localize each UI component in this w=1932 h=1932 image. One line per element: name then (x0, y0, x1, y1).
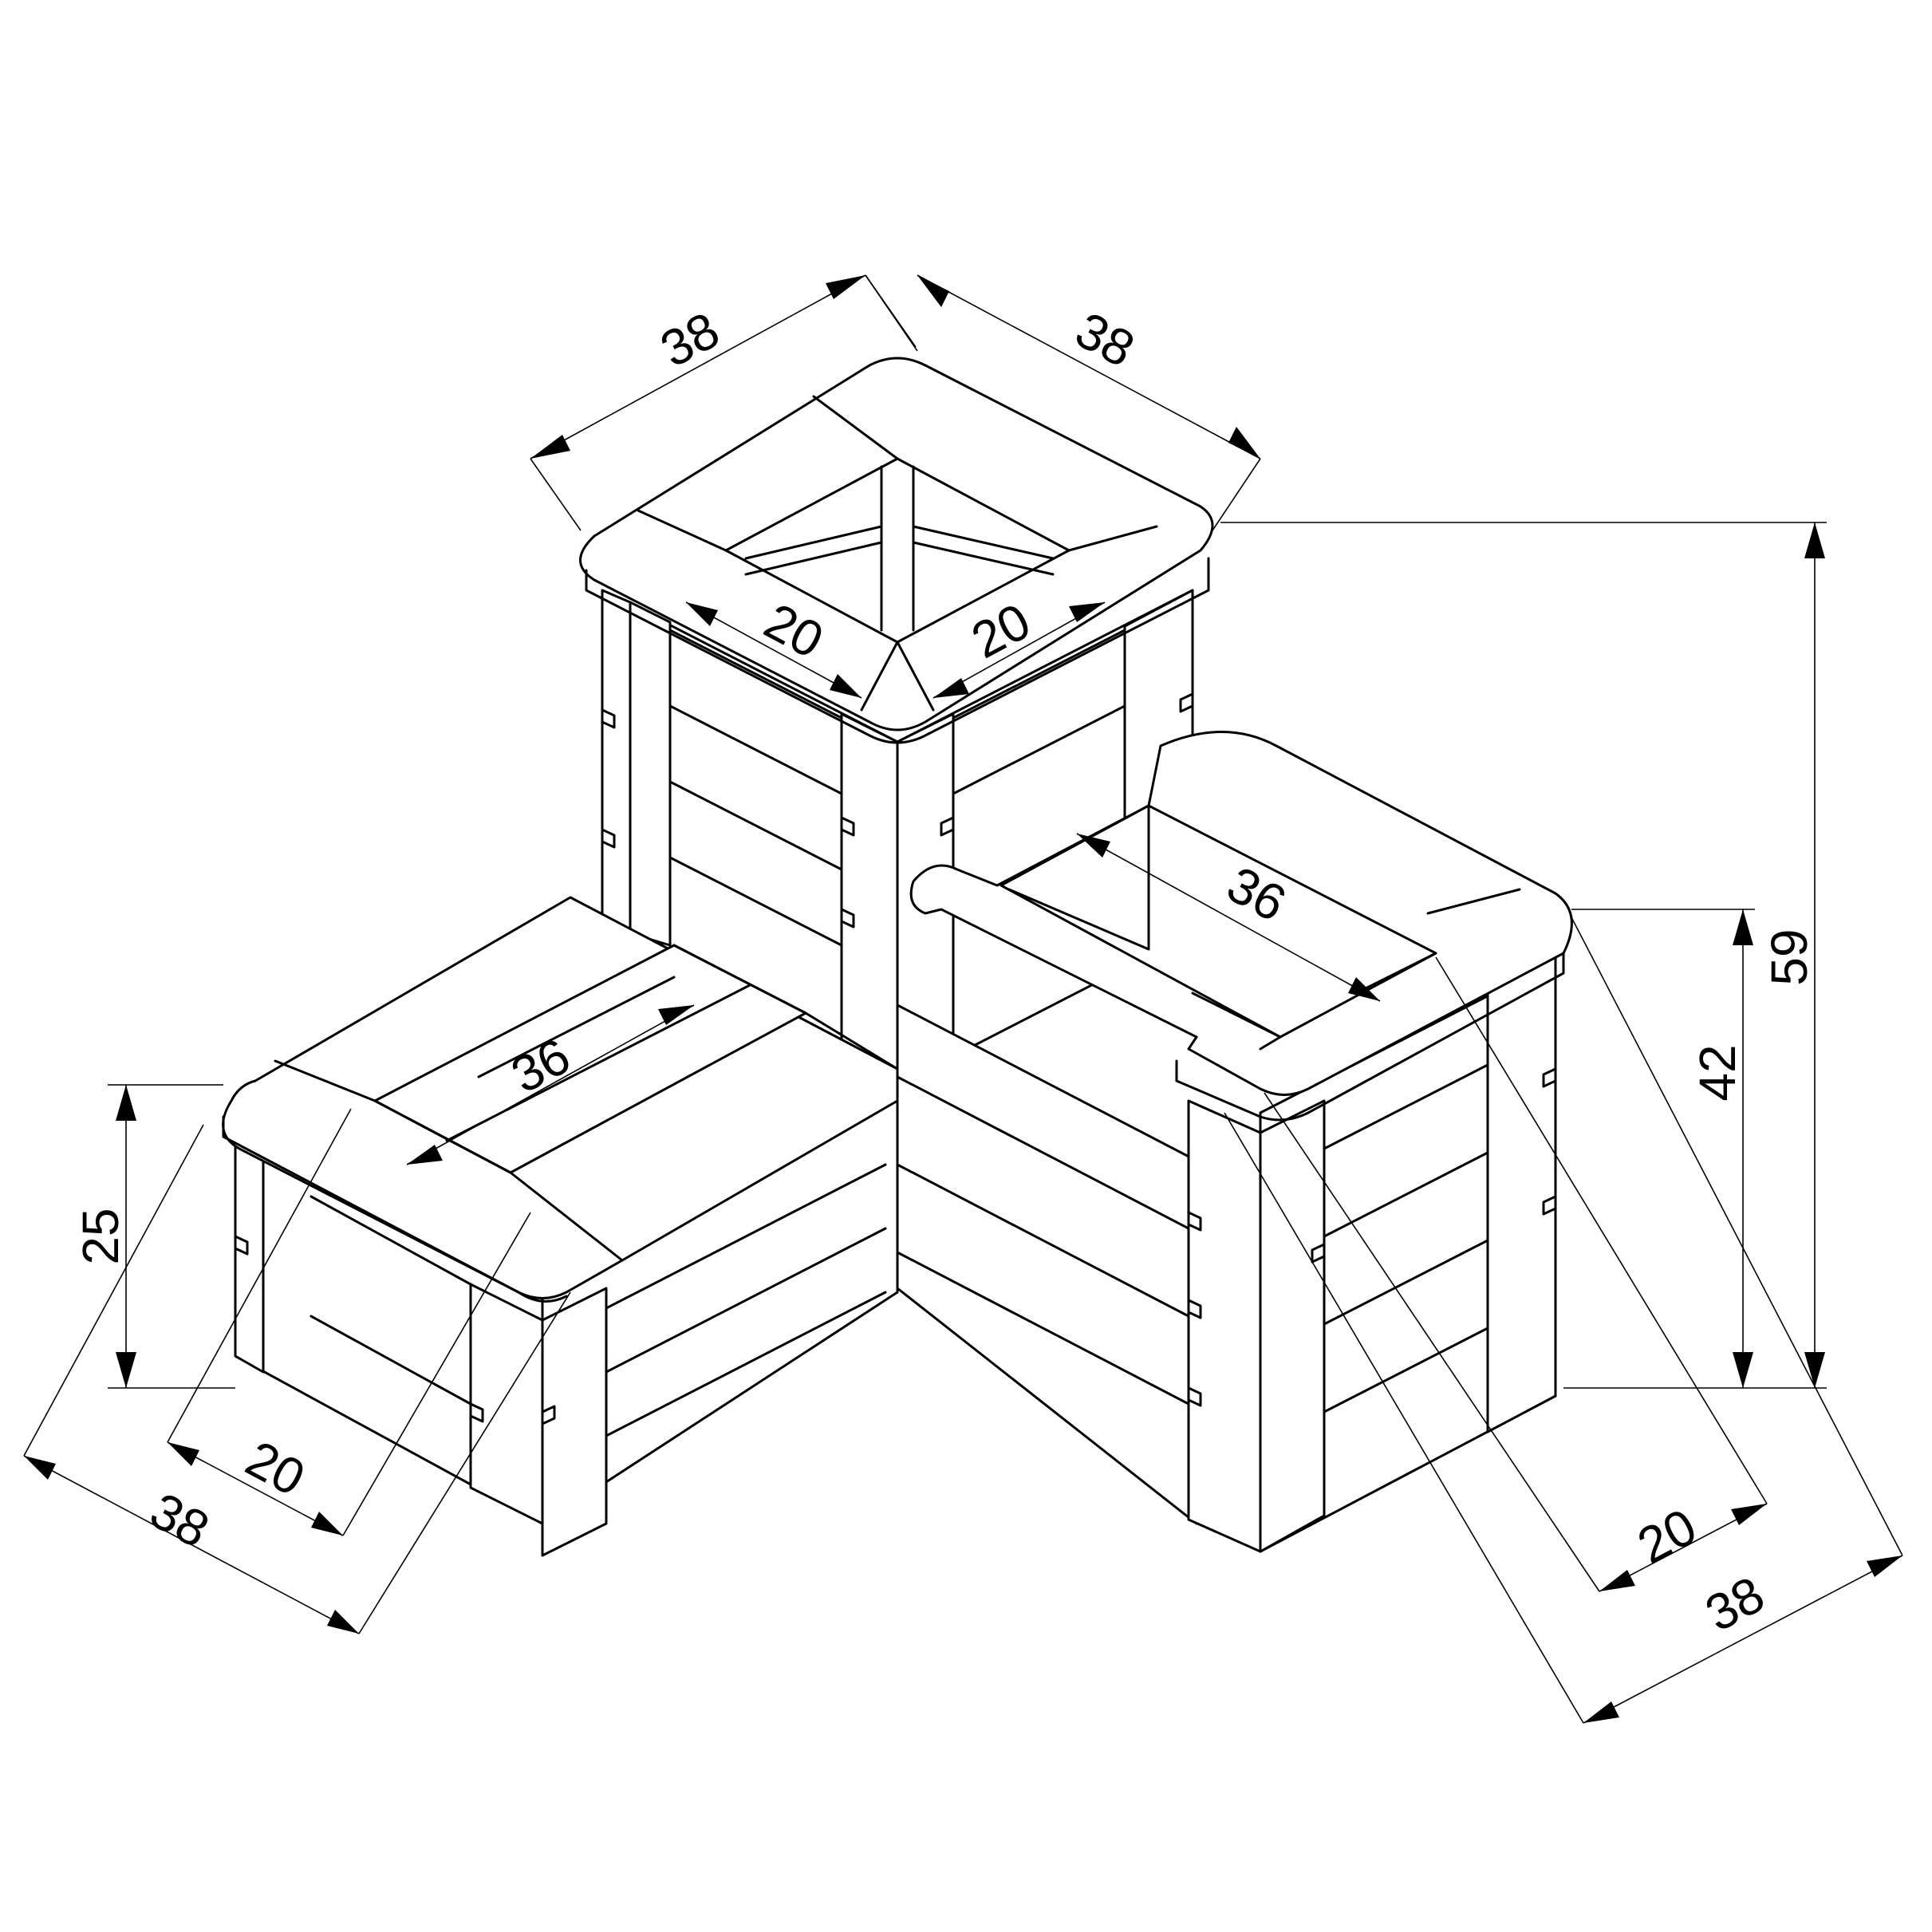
dim-left-outer-width: 38 (141, 1481, 219, 1559)
tower-left-post-2 (629, 601, 672, 947)
dim-right-inner-width: 20 (1628, 1497, 1705, 1575)
dim-right-outer-width: 38 (1696, 1565, 1773, 1642)
right-box-front-face (896, 1003, 1198, 1525)
dim-left-inner-width: 20 (237, 1429, 314, 1507)
tower-left-post (601, 589, 632, 935)
left-box (222, 896, 899, 1557)
left-box-post-r (541, 1287, 608, 1557)
right-box-post-r (1486, 944, 1557, 1433)
dim-left-box-height: 25 (72, 1208, 129, 1264)
dim-total-height: 59 (1760, 929, 1818, 985)
tower-mid-post-l (840, 712, 899, 1086)
dim-right-box-height: 42 (1689, 1044, 1746, 1101)
left-box-post-m (469, 1283, 544, 1525)
dim-top-right-width: 38 (1067, 301, 1144, 378)
dimension-lines (23, 274, 1903, 1724)
dim-top-left-width: 38 (651, 301, 728, 378)
right-box (896, 731, 1573, 1553)
right-box-post-l (1187, 1099, 1262, 1553)
right-box-post-m (1259, 1099, 1326, 1553)
